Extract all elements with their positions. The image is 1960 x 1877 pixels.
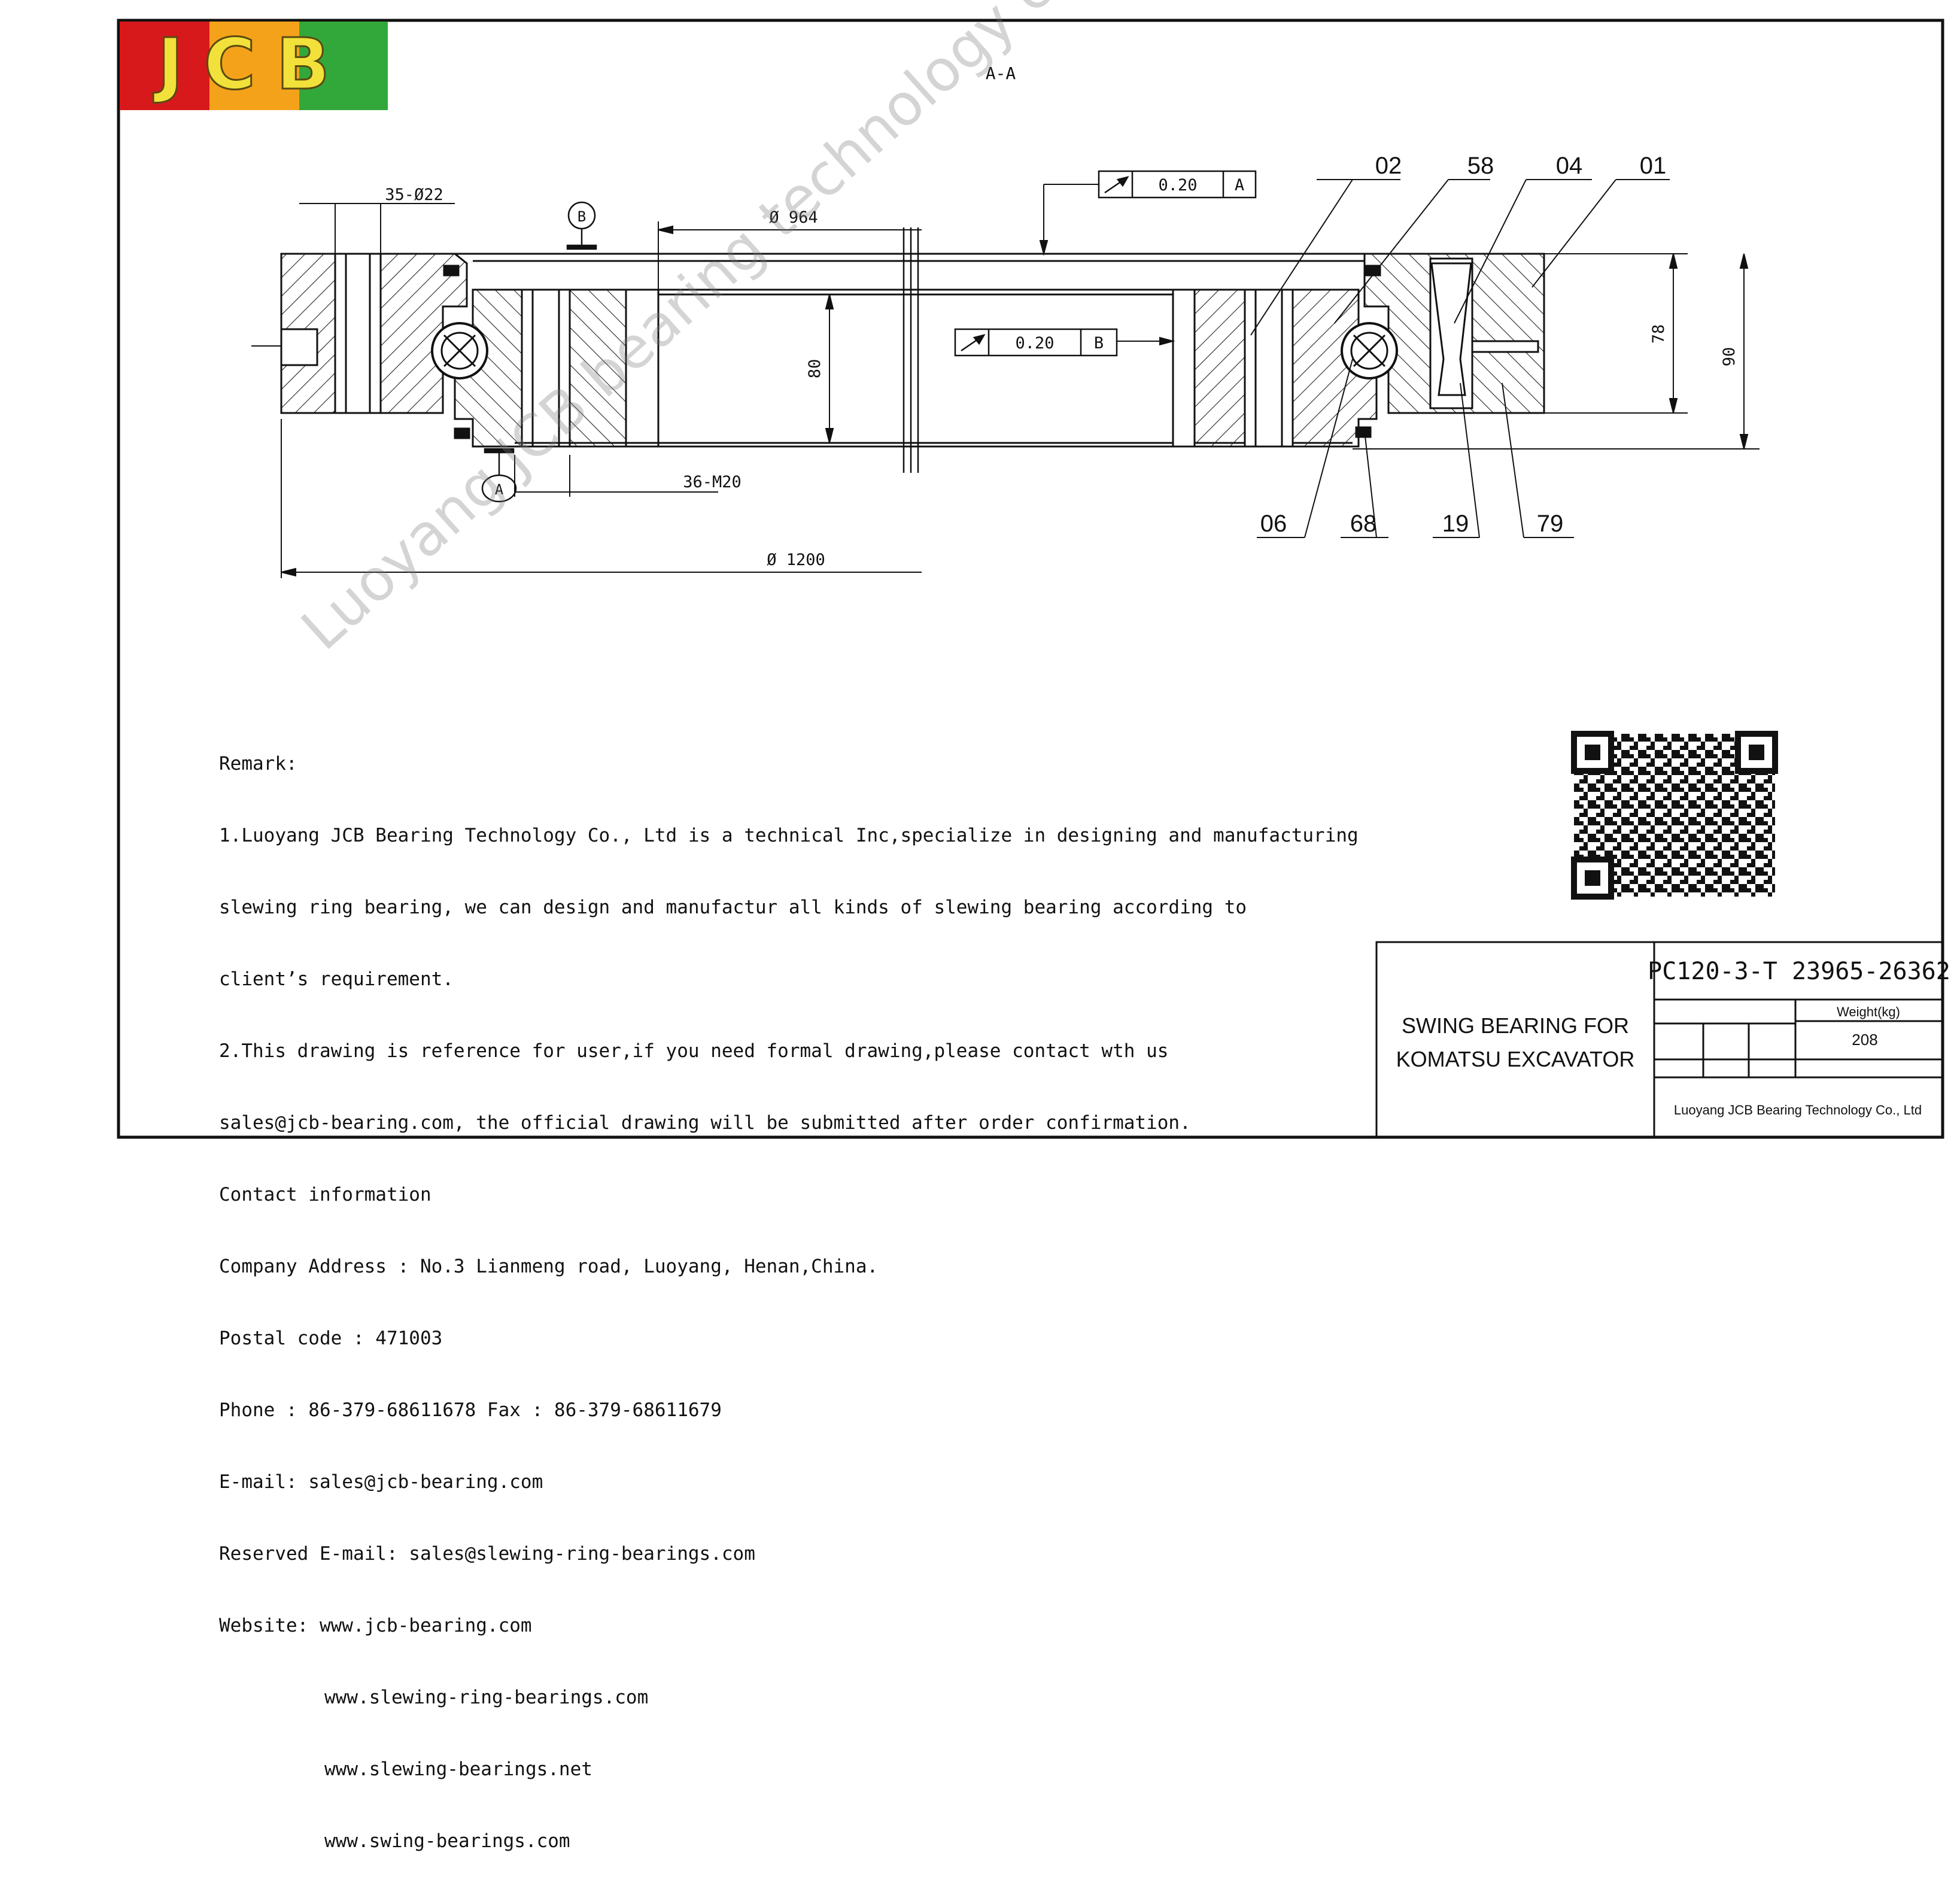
remark-line: 2.This drawing is reference for user,if … [219,1040,1169,1062]
bolt-hole-left [334,253,382,414]
tolerance-frame-a: 0.20 A [1098,170,1257,199]
model-number: PC120-3-T 23965-26362 [1648,958,1950,985]
part-callouts [1250,179,1670,538]
website-line: www.slewing-bearings.net [324,1758,592,1780]
remark-line: Website: www.jcb-bearing.com [219,1615,532,1636]
part-01: 01 [1640,153,1667,179]
datum-a-marker: A [481,448,517,503]
description-line2: KOMATSU EXCAVATOR [1396,1047,1635,1071]
part-68: 68 [1350,511,1377,537]
svg-text:JCB: JCB [153,23,350,105]
datum-b-label: B [578,208,586,225]
remark-line: Remark: [219,753,297,775]
part-58: 58 [1467,153,1494,179]
description-line1: SWING BEARING FOR [1402,1013,1629,1038]
outer-diameter-label: Ø 1200 [767,551,825,569]
dimension-labels: 35-Ø22 Ø 964 36-M20 Ø 1200 80 78 90 [385,186,1739,569]
remark-line: Company Address : No.3 Lianmeng road, Lu… [219,1256,879,1277]
title-block-text: SWING BEARING FOR KOMATSU EXCAVATOR PC12… [1396,958,1950,1117]
bearing-drawing-sheet: JCB A-A [117,19,1950,1139]
website-line: www.swing-bearings.com [324,1830,570,1852]
part-79: 79 [1537,511,1564,537]
remark-line: Reserved E-mail: sales@slewing-ring-bear… [219,1543,755,1565]
company-name: Luoyang JCB Bearing Technology Co., Ltd [1674,1102,1922,1117]
tolerance-frame-b: 0.20 B [954,328,1118,357]
part-06: 06 [1260,511,1287,537]
remark-line: sales@jcb-bearing.com, the official draw… [219,1112,1191,1134]
website-line: www.slewing-ring-bearings.com [324,1687,649,1708]
section-label: A-A [986,63,1016,83]
tapped-holes-label: 36-M20 [683,473,742,491]
tolerance-b-datum: B [1094,334,1104,353]
datum-a-label: A [495,481,504,498]
remark-line: 1.Luoyang JCB Bearing Technology Co., Lt… [219,825,1359,846]
remark-line: E-mail: sales@jcb-bearing.com [219,1471,543,1493]
remark-line: slewing ring bearing, we can design and … [219,897,1247,918]
sheet-border [117,19,1944,1139]
tolerance-a-value: 0.20 [1158,176,1197,195]
inner-diameter-label: Ø 964 [769,208,818,227]
part-02: 02 [1375,153,1402,179]
remark-line: Phone : 86-379-68611678 Fax : 86-379-686… [219,1399,722,1421]
weight-label: Weight(kg) [1837,1004,1900,1019]
height-90-label: 90 [1720,347,1739,367]
dimension-lines [251,184,1760,578]
remark-line: Postal code : 471003 [219,1328,443,1349]
height-78-label: 78 [1649,324,1668,344]
tolerance-a-datum: A [1235,176,1244,195]
remark-line: Contact information [219,1184,431,1205]
datum-b-marker: B [566,201,597,250]
part-numbers: 02 58 04 01 06 68 19 79 [1260,153,1667,537]
bolt-holes-label: 35-Ø22 [385,186,443,204]
remark-line: client’s requirement. [219,968,454,990]
qr-code [1571,731,1778,900]
part-19: 19 [1442,511,1469,537]
title-block [1375,941,1944,1138]
tolerance-b-value: 0.20 [1015,334,1054,353]
remarks-block: Remark: 1.Luoyang JCB Bearing Technology… [219,704,1359,1877]
height-80-label: 80 [806,359,824,379]
part-04: 04 [1556,153,1583,179]
bearing-section [280,227,1545,473]
weight-value: 208 [1852,1031,1877,1049]
jcb-logo: JCB [120,22,388,110]
